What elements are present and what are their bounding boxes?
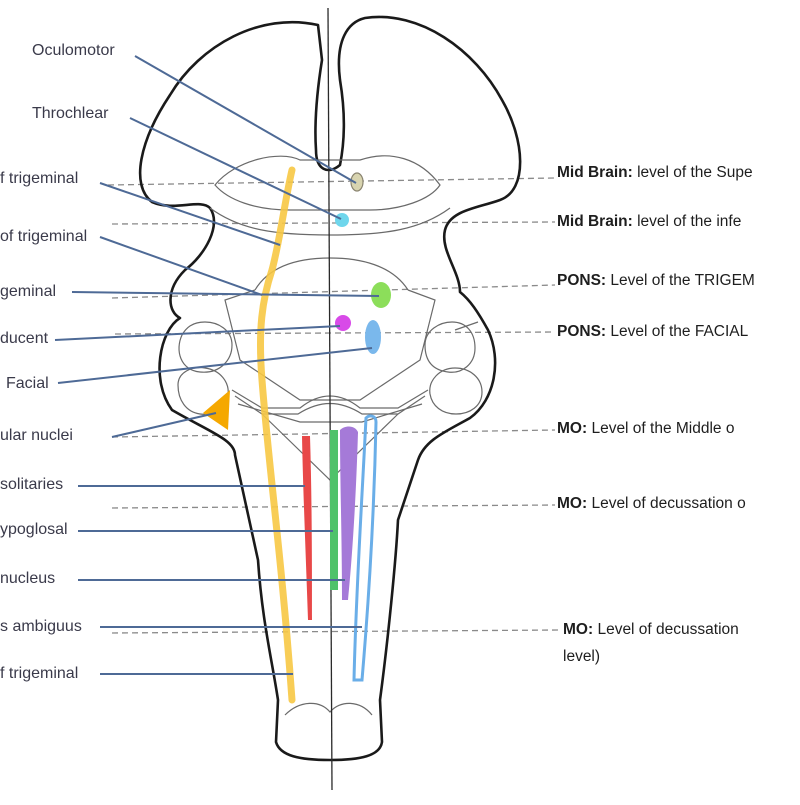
brainstem-outline [138,15,522,762]
label-abducent: ducent [0,330,49,347]
vestibular-nuclei [203,390,230,430]
obex-lines-3 [237,403,423,423]
pointer-trochlear [129,117,342,220]
spinal-trigeminal-tract [256,166,296,704]
label-facial: Facial [6,375,49,392]
middle-cerebellar-peduncle-right [424,321,476,373]
colliculi-outline [214,155,441,211]
label-mesencephalic-trigeminal: f trigeminal [0,170,79,187]
pointer-main-sensory-trigeminal [99,236,263,296]
label-motor-trigeminal: geminal [0,283,57,300]
trochlear-nucleus [335,213,349,227]
abducent-nucleus [335,315,351,331]
dorsal-vagal-nucleus [340,426,358,600]
level-facial: PONS: Level of the FACIAL [557,323,749,340]
middle-cerebellar-peduncle-left [178,321,233,373]
level-decussation-pyramids-cont: level) [563,648,601,665]
peduncle-connector [454,321,479,331]
pointer-vestibular [111,412,217,438]
level-line-decussation-pyramids [111,629,561,634]
tegmentum-outline [209,207,451,236]
label-hypoglossal: ypoglosal [0,521,68,538]
level-line-inferior-colliculus [111,221,556,225]
level-superior-colliculus: Mid Brain: level of the Supe [557,164,753,181]
level-decussation-lemniscus: MO: Level of decussation o [557,495,746,512]
pointer-mesencephalic-trigeminal [99,182,281,246]
midline [327,7,333,791]
label-spinal-trigeminal: f trigeminal [0,665,79,682]
nucleus-solitarius [302,436,312,620]
trigeminal-motor-nucleus [371,282,391,308]
label-oculomotor: Oculomotor [32,42,115,59]
label-vestibular-nuclei: ular nuclei [0,427,73,444]
level-middle-olive: MO: Level of the Middle o [557,420,735,437]
level-decussation-pyramids: MO: Level of decussation [563,621,739,638]
hypoglossal-nucleus [330,430,338,590]
level-line-trigeminal [111,284,556,299]
facial-nucleus [365,320,381,354]
pointer-facial [57,347,373,384]
label-solitarius: solitaries [0,476,64,493]
pointer-abducent [54,325,341,341]
oculomotor-nucleus [350,172,364,192]
label-dorsal-vagal: nucleus [0,570,56,587]
pointer-motor-trigeminal [71,291,380,297]
spinal-cord-end [284,702,373,716]
pointer-oculomotor [134,55,357,184]
label-ambiguus: s ambiguus [0,618,82,635]
nucleus-ambiguus [352,414,378,682]
inferior-peduncle-right [429,367,483,415]
level-inferior-colliculus: Mid Brain: level of the infe [557,213,742,230]
level-line-superior-colliculus [107,177,556,186]
label-main-sensory-trigeminal: of trigeminal [0,228,88,245]
label-trochlear: Throchlear [32,105,109,122]
level-trigeminal: PONS: Level of the TRIGEM [557,272,755,289]
